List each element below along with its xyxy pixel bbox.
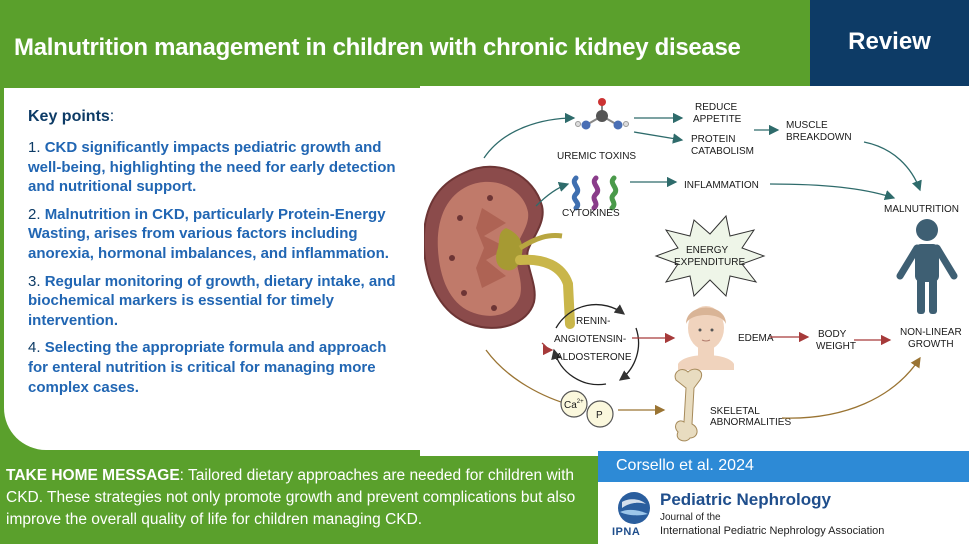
edema-face-icon — [678, 306, 734, 370]
page-title: Malnutrition management in children with… — [14, 34, 741, 61]
key-points-heading: Key points: — [28, 108, 114, 126]
key-point-text: Malnutrition in CKD, particularly Protei… — [28, 205, 389, 262]
key-point-number: 1. — [28, 139, 41, 156]
journal-subtitle-1: Journal of the — [660, 512, 721, 523]
journal-subtitle-2: International Pediatric Nephrology Assoc… — [660, 525, 885, 537]
phosphorus-icon — [586, 400, 614, 428]
arrow-inflammation-to-malnutrition — [769, 183, 896, 201]
header-bar — [0, 0, 810, 86]
arrow-kidney-to-raas — [541, 342, 554, 356]
cytokines-icon — [571, 175, 619, 211]
arrow-skeletal-to-growth — [781, 356, 921, 419]
arrow-kidney-to-uremic — [483, 112, 576, 159]
journal-box: IPNA Pediatric Nephrology Journal of the… — [598, 482, 969, 544]
key-point-2: 2. Malnutrition in CKD, particularly Pro… — [28, 205, 410, 264]
cytokines-label: CYTOKINES — [562, 208, 620, 219]
raas-cycle — [551, 303, 640, 386]
key-point-number: 3. — [28, 272, 41, 290]
citation-text: Corsello et al. 2024 — [616, 457, 754, 474]
edema-label: EDEMA — [738, 333, 774, 344]
calcium-label: Ca2+ — [564, 399, 584, 411]
review-badge: Review — [810, 0, 969, 86]
arrow-kidney-to-cytokines — [535, 181, 570, 207]
key-point-text: CKD significantly impacts pediatric grow… — [28, 139, 396, 196]
raas-label: RENIN-ANGIOTENSIN-ALDOSTERONE — [554, 316, 632, 363]
take-home-label: TAKE HOME MESSAGE — [6, 467, 180, 484]
key-points-list: 1. CKD significantly impacts pediatric g… — [28, 138, 410, 405]
uremic-toxins-label: UREMIC TOXINS — [557, 151, 636, 162]
journal-name: Pediatric Nephrology — [660, 490, 831, 509]
inflammation-label: INFLAMMATION — [684, 180, 759, 191]
take-home-text: : Tailored dietary approaches are needed… — [6, 467, 576, 528]
arrow-to-protein-catabolism — [633, 131, 684, 144]
arrow-muscle-to-malnutrition — [863, 141, 922, 192]
take-home-message: TAKE HOME MESSAGE: Tailored dietary appr… — [6, 465, 596, 531]
key-point-1: 1. CKD significantly impacts pediatric g… — [28, 138, 410, 197]
review-label: Review — [848, 28, 931, 55]
key-points-panel: Key points: 1. CKD significantly impacts… — [4, 88, 424, 450]
energy-expenditure-burst — [654, 214, 766, 298]
key-point-number: 2. — [28, 205, 41, 223]
key-points-heading-text: Key points — [28, 108, 110, 125]
ipna-globe-icon — [618, 492, 650, 524]
key-point-3: 3. Regular monitoring of growth, dietary… — [28, 272, 410, 331]
take-home-bar — [0, 456, 600, 544]
key-point-4: 4. Selecting the appropriate formula and… — [28, 338, 410, 397]
bone-icon — [674, 368, 702, 442]
citation-bar: Corsello et al. 2024 — [598, 451, 969, 482]
key-point-number: 4. — [28, 339, 41, 357]
child-figure-icon — [896, 219, 958, 314]
uremic-toxin-molecule-icon — [575, 98, 629, 130]
ipna-logo-text: IPNA — [612, 526, 641, 538]
key-point-text: Regular monitoring of growth, dietary in… — [28, 272, 396, 329]
key-points-heading-colon: : — [109, 108, 115, 125]
phosphorus-label: P — [596, 410, 603, 421]
malnutrition-label: MALNUTRITION — [884, 204, 959, 215]
calcium-icon — [560, 390, 588, 418]
kidney-illustration — [424, 165, 575, 329]
key-point-text: Selecting the appropriate formula and ap… — [28, 339, 387, 396]
